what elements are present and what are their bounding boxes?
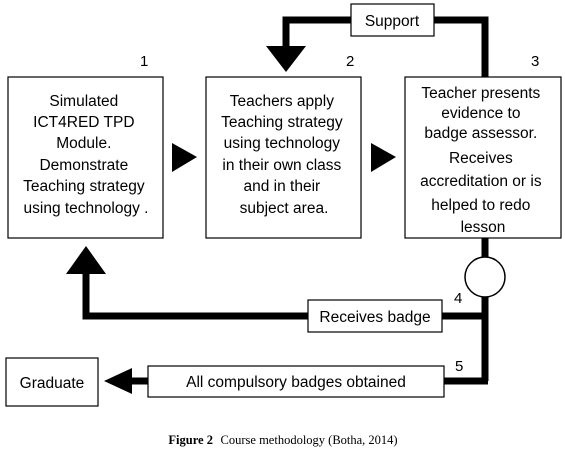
support-label: Support (365, 13, 420, 30)
step-number-4: 4 (454, 290, 462, 307)
step-number-5: 5 (455, 358, 463, 375)
decision-circle (464, 256, 506, 298)
step-2-text: Teachers apply Teaching strategy using t… (221, 93, 347, 217)
step-2-box (205, 76, 362, 239)
step-number-3: 3 (531, 53, 539, 70)
caption-text: Course methodology (Botha, 2014) (217, 433, 397, 447)
step-1-box (7, 76, 164, 239)
all-badges-label-box (147, 365, 445, 398)
arrow-step2-to-step3 (371, 143, 396, 172)
graduate-label: Graduate (20, 375, 85, 392)
step-3-box (404, 76, 562, 239)
support-arrowhead (266, 46, 306, 72)
step-3-text: Teacher presents evidence to badge asses… (420, 85, 546, 236)
step-number-2: 2 (346, 53, 354, 70)
receives-badge-label: Receives badge (319, 309, 430, 326)
figure-caption: Figure 2 Course methodology (Botha, 2014… (168, 431, 397, 448)
all-badges-label: All compulsory badges obtained (186, 374, 406, 391)
caption-figure-number: Figure 2 (168, 433, 213, 447)
receives-badge-label-box (307, 299, 443, 333)
support-label-box (350, 3, 435, 37)
graduate-box (5, 357, 99, 407)
receives-badge-arrowhead (66, 246, 106, 274)
step-number-1: 1 (140, 53, 148, 70)
graduate-arrowhead (104, 368, 132, 394)
step-1-text: Simulated ICT4RED TPD Module. Demonstrat… (23, 93, 149, 217)
arrow-step1-to-step2 (172, 143, 197, 172)
